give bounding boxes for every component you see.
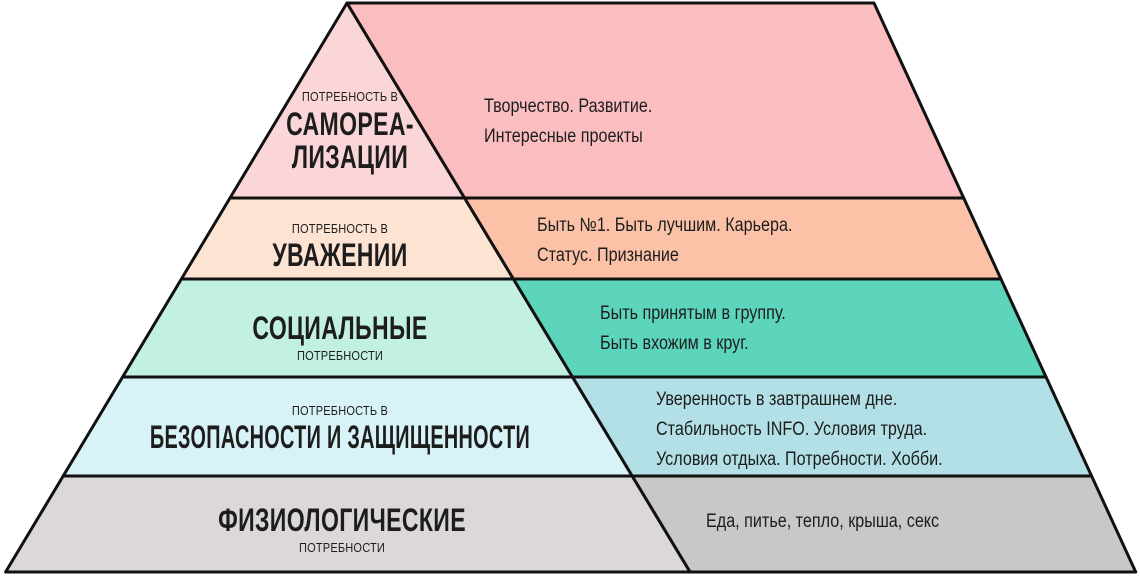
level-prefix: ПОТРЕБНОСТЬ В — [301, 89, 399, 104]
level-suffix: ПОТРЕБНОСТИ — [296, 347, 384, 363]
desc-line: Условия отдыха. Потребности. Хобби. — [656, 449, 943, 470]
level-self-actualization-desc: Творчество. Развитие. Интересные проекты — [484, 92, 652, 152]
level-self-actualization-label: ПОТРЕБНОСТЬ В САМОРЕА- ЛИЗАЦИИ — [261, 90, 438, 175]
desc-line: Еда, питье, тепло, крыша, секс — [706, 511, 940, 532]
desc-line: Статус. Признание — [537, 245, 679, 266]
desc-line: Быть №1. Быть лучшим. Карьера. — [537, 215, 793, 236]
desc-line: Творчество. Развитие. — [484, 96, 653, 117]
level-prefix: ПОТРЕБНОСТЬ В — [291, 221, 389, 236]
level-physiological-label: ФИЗИОЛОГИЧЕСКИЕ ПОТРЕБНОСТИ — [170, 502, 514, 555]
desc-line: Стабильность INFO. Условия труда. — [656, 419, 928, 440]
level-name: УВАЖЕНИИ — [272, 236, 408, 273]
level-physiological-desc: Еда, питье, тепло, крыша, секс — [706, 507, 939, 537]
level-name-line1: САМОРЕА- — [286, 105, 414, 142]
level-social-desc: Быть принятым в группу. Быть вхожим в кр… — [600, 299, 786, 359]
level-suffix: ПОТРЕБНОСТИ — [298, 539, 386, 555]
level-name: ФИЗИОЛОГИЧЕСКИЕ — [218, 502, 466, 538]
desc-line: Уверенность в завтрашнем дне. — [656, 389, 898, 410]
level-name: СОЦИАЛЬНЫЕ — [252, 310, 428, 346]
desc-line: Быть вхожим в круг. — [600, 333, 749, 354]
level-safety-desc: Уверенность в завтрашнем дне. Стабильнос… — [656, 385, 943, 475]
desc-line: Интересные проекты — [484, 126, 643, 147]
level-esteem-label: ПОТРЕБНОСТЬ В УВАЖЕНИИ — [246, 222, 434, 272]
level-name: БЕЗОПАСНОСТИ И ЗАЩИЩЕННОСТИ — [149, 418, 531, 455]
level-social-label: СОЦИАЛЬНЫЕ ПОТРЕБНОСТИ — [218, 310, 461, 363]
level-safety-label: ПОТРЕБНОСТЬ В БЕЗОПАСНОСТИ И ЗАЩИЩЕННОСТ… — [33, 404, 646, 454]
level-prefix: ПОТРЕБНОСТЬ В — [291, 403, 389, 418]
level-name-line2: ЛИЗАЦИИ — [291, 139, 409, 176]
level-esteem-desc: Быть №1. Быть лучшим. Карьера. Статус. П… — [537, 211, 792, 271]
level-physiological-side-face — [630, 474, 1138, 574]
desc-line: Быть принятым в группу. — [600, 303, 786, 324]
